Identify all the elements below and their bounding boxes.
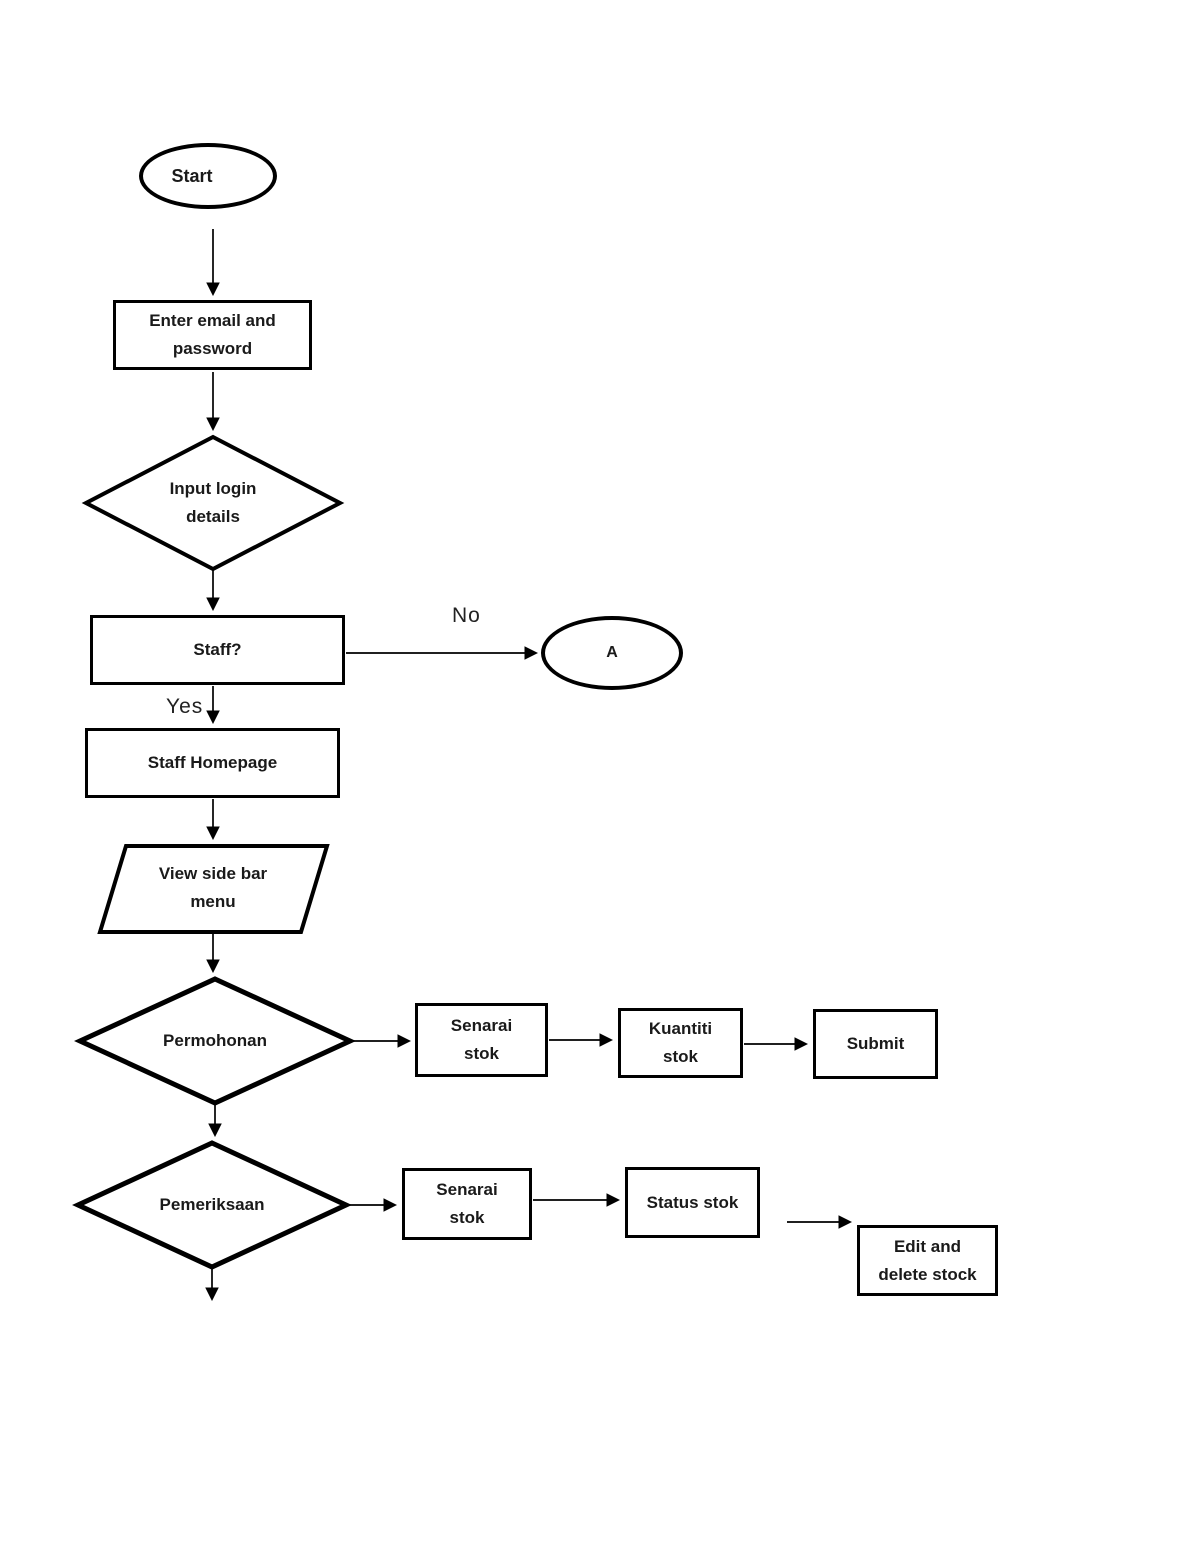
process-status-stok-label: Status stok (646, 1192, 739, 1212)
decision-pemeriksaan-shape (72, 1140, 352, 1270)
input-output-view-sidebar-menu-shape (97, 844, 330, 934)
decision-permohonan-shape (74, 976, 356, 1106)
edge-label-no: No (452, 604, 481, 627)
process-staff-check-label: Staff? (193, 640, 242, 659)
process-status-stok: Status stok (625, 1167, 760, 1238)
terminator-connector-a-label: A (606, 644, 618, 661)
terminator-start-label: Start (171, 166, 213, 186)
process-senarai-stok-1: Senarai stok (415, 1003, 548, 1077)
process-staff-homepage: Staff Homepage (85, 728, 340, 798)
process-enter-email-password: Enter email and password (113, 300, 312, 370)
process-kuantiti-stok: Kuantiti stok (618, 1008, 743, 1078)
process-staff-homepage-label: Staff Homepage (147, 753, 278, 772)
process-senarai-stok-2-label: Senarai stok (436, 1180, 498, 1227)
process-staff-check: Staff? (90, 615, 345, 685)
process-submit-label: Submit (846, 1034, 905, 1053)
process-senarai-stok-2: Senarai stok (402, 1168, 532, 1240)
decision-input-login-details-shape (81, 434, 345, 572)
process-senarai-stok-1-label: Senarai stok (450, 1016, 513, 1063)
terminator-start: Start (139, 143, 277, 209)
edge-label-yes: Yes (166, 695, 204, 718)
process-edit-delete-stock-label: Edit and delete stock (878, 1236, 977, 1284)
process-kuantiti-stok-label: Kuantiti stok (648, 1019, 713, 1066)
process-submit: Submit (813, 1009, 938, 1079)
process-enter-email-password-label: Enter email and password (149, 311, 276, 358)
terminator-connector-a: A (541, 616, 683, 690)
process-edit-delete-stock: Edit and delete stock (857, 1225, 998, 1296)
